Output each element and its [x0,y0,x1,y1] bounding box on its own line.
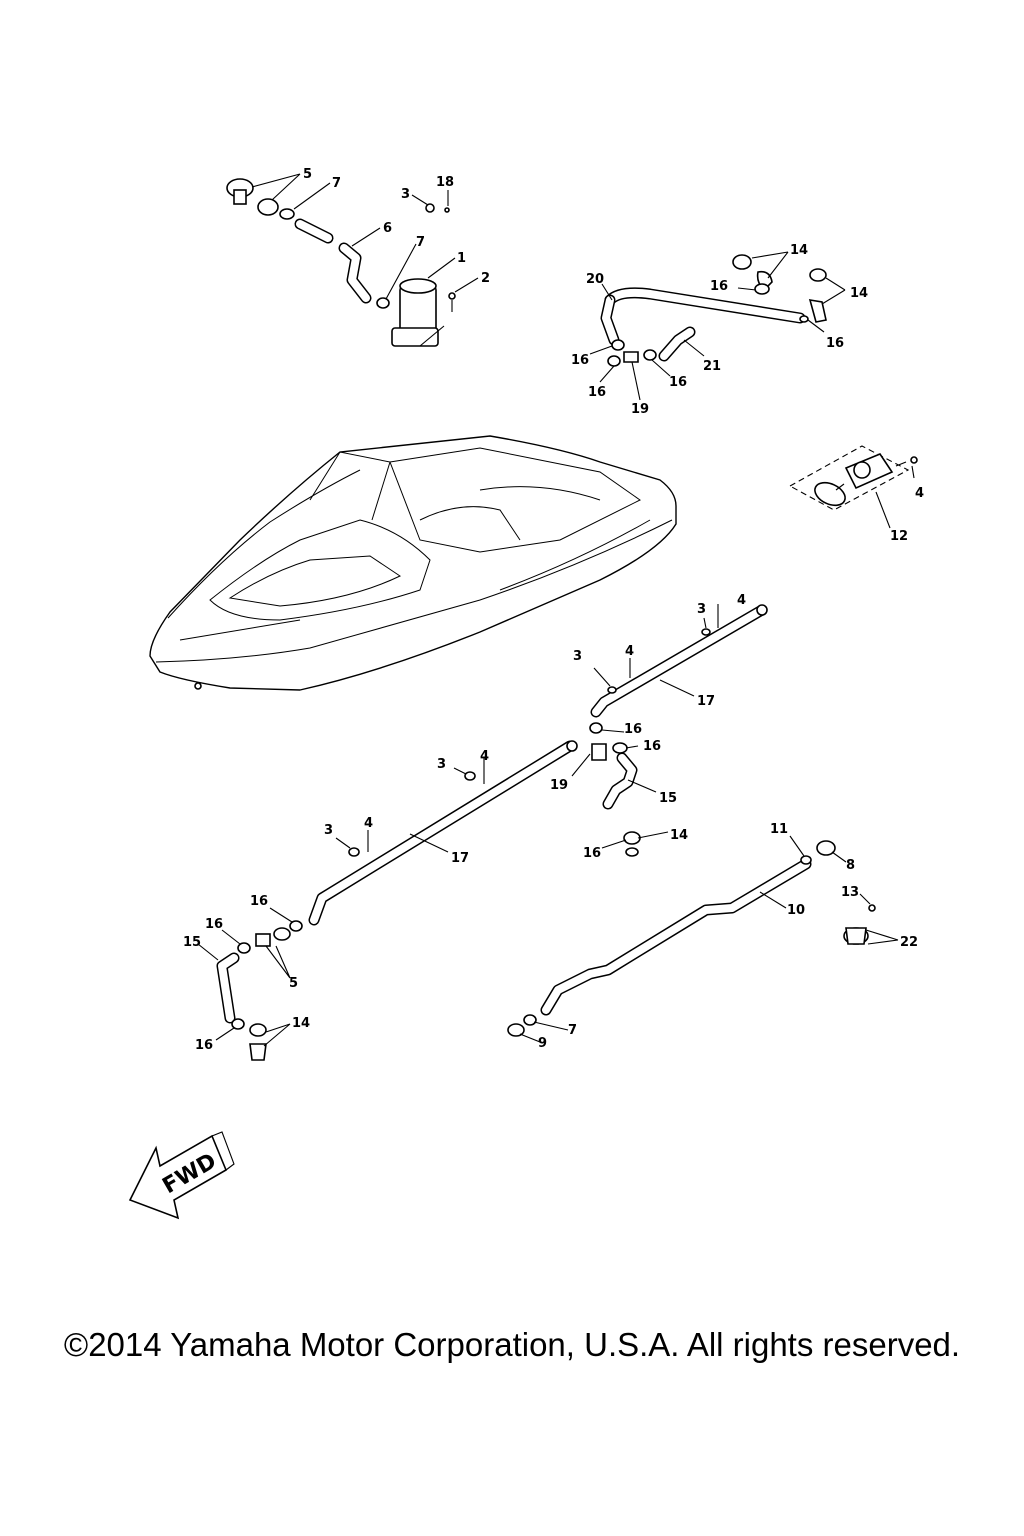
callout-6: 6 [383,221,392,236]
callout-15: 15 [659,791,677,806]
callout-4: 4 [480,749,489,764]
copyright-notice: ©2014 Yamaha Motor Corporation, U.S.A. A… [63,1326,961,1363]
callout-labels: 5 7 3 18 6 7 1 2 20 14 16 14 16 16 21 16… [183,167,924,1053]
callout-3: 3 [697,602,706,617]
tube-assembly-lower-left [197,740,578,1061]
callout-16: 16 [710,279,728,294]
callout-16: 16 [195,1038,213,1053]
callout-3: 3 [573,649,582,664]
callout-19: 19 [550,778,568,793]
callout-14: 14 [670,828,688,843]
callout-18: 18 [436,175,454,190]
callout-4: 4 [625,644,634,659]
callout-5: 5 [289,976,298,991]
upper-hose-assembly [589,251,846,401]
boat-hull [149,435,677,691]
callout-20: 20 [586,272,604,287]
callout-21: 21 [703,359,721,374]
callout-16: 16 [571,353,589,368]
callout-10: 10 [787,903,805,918]
callout-4: 4 [915,486,924,501]
callout-16: 16 [205,917,223,932]
pump-top [399,278,437,294]
callout-9: 9 [538,1036,547,1051]
callout-14: 14 [292,1016,310,1031]
callout-14: 14 [790,243,808,258]
callout-7: 7 [416,235,425,250]
callout-15: 15 [183,935,201,950]
callout-11: 11 [770,822,788,837]
callout-8: 8 [846,858,855,873]
callout-14: 14 [850,286,868,301]
clamp-7b-shape [376,297,390,309]
callout-3: 3 [437,757,446,772]
bilge-pump-assembly [226,173,479,347]
callout-19: 19 [631,402,649,417]
callout-13: 13 [841,885,859,900]
callout-16: 16 [669,375,687,390]
callout-4: 4 [364,816,373,831]
callout-2: 2 [481,271,490,286]
callout-7: 7 [568,1023,577,1038]
callout-17: 17 [451,851,469,866]
callout-7: 7 [332,176,341,191]
pump-base [391,327,439,347]
callout-12: 12 [890,529,908,544]
callout-16: 16 [583,846,601,861]
callout-3: 3 [324,823,333,838]
callout-16: 16 [588,385,606,400]
fwd-arrow-icon: FWD [128,1131,235,1220]
callout-16: 16 [826,336,844,351]
tube-assembly-lower-right [507,835,899,1043]
callout-17: 17 [697,694,715,709]
nut-5-shape [257,198,279,216]
callout-3: 3 [401,187,410,202]
callout-4: 4 [737,593,746,608]
callout-22: 22 [900,935,918,950]
callout-1: 1 [457,251,466,266]
tube-assembly-upper [571,604,768,857]
parts-diagram: FWD 5 7 3 18 6 7 1 2 20 14 16 14 16 16 2… [128,167,924,1220]
clamp-7a-shape [279,208,295,220]
fitting-5a-stem [233,189,247,205]
callout-16: 16 [643,739,661,754]
fitting-14a-shape [732,254,752,270]
callout-16: 16 [624,722,642,737]
bracket-assembly-12 [788,445,918,529]
callout-16: 16 [250,894,268,909]
callout-5: 5 [303,167,312,182]
